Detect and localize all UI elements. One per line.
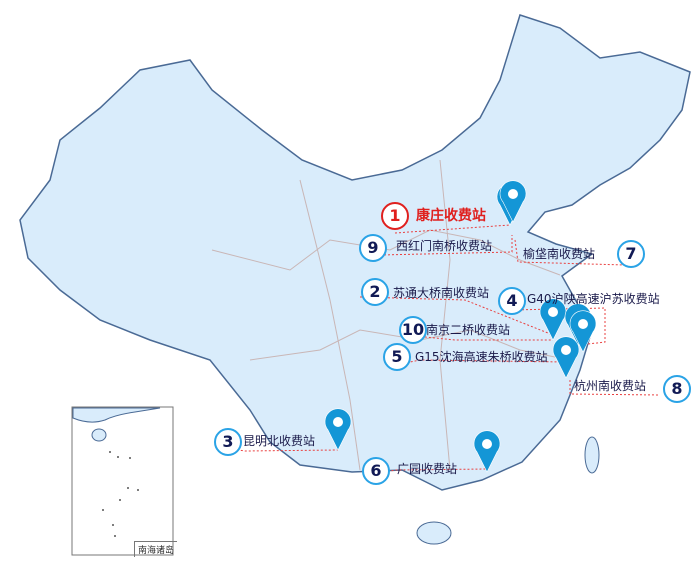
station-9-number: 9	[359, 234, 387, 262]
inset-label: 南海诸岛	[134, 541, 178, 557]
station-1-number: 1	[381, 202, 409, 230]
province-borders	[439, 159, 451, 471]
station-7-number: 7	[617, 240, 645, 268]
map-pin-icon[interactable]	[552, 336, 580, 379]
map-pin-dot	[482, 439, 492, 449]
china-land	[19, 14, 691, 491]
station-2-label[interactable]: 苏通大桥南收费站	[393, 286, 490, 300]
station-4-number: 4	[498, 287, 526, 315]
station-6-number: 6	[362, 457, 390, 485]
station-5-label[interactable]: G15沈海高速朱桥收费站	[415, 350, 548, 364]
map-pin-icon[interactable]	[569, 310, 597, 353]
map-pin-dot	[333, 417, 343, 427]
province-borders	[211, 229, 561, 276]
map-pin-icon[interactable]	[499, 180, 527, 223]
pins	[324, 180, 597, 473]
map-pin-icon[interactable]	[324, 408, 352, 451]
station-9-label[interactable]: 西红门南桥收费站	[396, 239, 493, 253]
station-1-label[interactable]: 康庄收费站	[416, 208, 486, 224]
map-pin-dot	[578, 319, 588, 329]
station-8-label[interactable]: 杭州南收费站	[574, 379, 647, 393]
hainan	[416, 521, 452, 545]
province-borders	[299, 179, 361, 471]
station-8-number: 8	[663, 375, 691, 403]
map-pin-dot	[561, 345, 571, 355]
inset-coast	[72, 407, 161, 423]
station-10-label[interactable]: 南京二桥收费站	[426, 323, 511, 337]
station-7-label[interactable]: 榆垡南收费站	[523, 247, 596, 261]
inset-islands	[102, 451, 139, 537]
station-10-number: 10	[399, 316, 427, 344]
map-pin-icon[interactable]	[473, 430, 501, 473]
taiwan	[584, 436, 600, 474]
map-pin-dot	[508, 189, 518, 199]
station-4-label[interactable]: G40沪陕高速沪苏收费站	[527, 292, 660, 306]
map-pin-dot	[548, 307, 558, 317]
station-5-number: 5	[383, 343, 411, 371]
station-6-label[interactable]: 广园收费站	[397, 462, 458, 476]
inset-hainan	[91, 428, 107, 442]
inset-box	[71, 406, 174, 556]
station-2-number: 2	[361, 278, 389, 306]
station-3-label[interactable]: 昆明北收费站	[243, 434, 316, 448]
station-3-number: 3	[214, 428, 242, 456]
